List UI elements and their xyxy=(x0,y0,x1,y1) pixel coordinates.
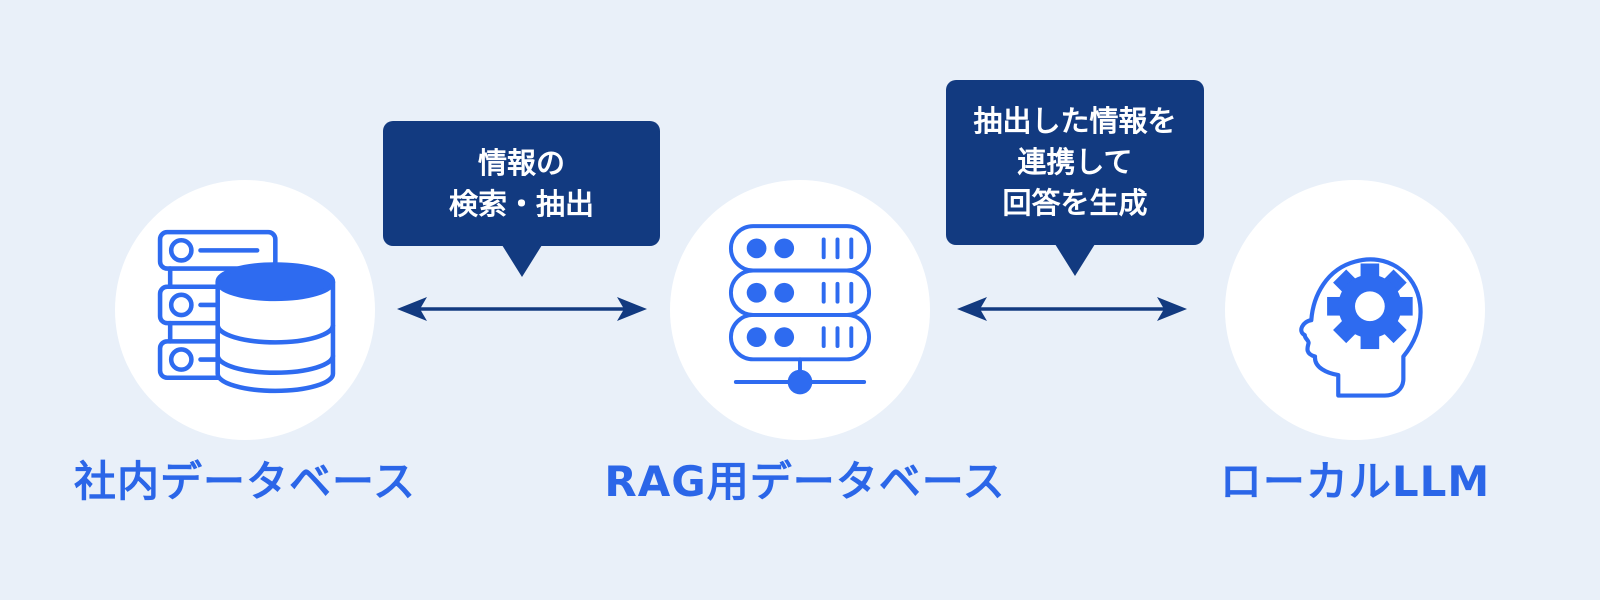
callout-line: 検索・抽出 xyxy=(448,186,594,221)
server-stack-network-icon xyxy=(728,224,872,395)
internal-database-circle xyxy=(115,180,375,440)
rag-database-label: RAG用データベース xyxy=(604,457,1006,506)
callout-line: 情報の xyxy=(477,145,565,180)
callout-search-extract: 情報の 検索・抽出 xyxy=(383,121,660,246)
bidirectional-arrow-left xyxy=(397,297,647,321)
gear-icon xyxy=(1327,263,1413,350)
server-database-icon xyxy=(157,229,336,394)
callout-line: 連携して xyxy=(1017,145,1133,179)
bidirectional-arrow-right xyxy=(957,297,1187,321)
callout-line: 回答を生成 xyxy=(1002,186,1148,220)
internal-database-label: 社内データベース xyxy=(74,457,416,506)
rag-database-circle xyxy=(670,180,930,440)
local-llm-label: ローカルLLM xyxy=(1219,457,1491,506)
callout-line: 抽出した情報を xyxy=(973,104,1177,138)
callout-generate-answer: 抽出した情報を 連携して 回答を生成 xyxy=(946,80,1204,245)
head-with-gear-icon xyxy=(1299,257,1423,398)
local-llm-circle xyxy=(1225,180,1485,440)
